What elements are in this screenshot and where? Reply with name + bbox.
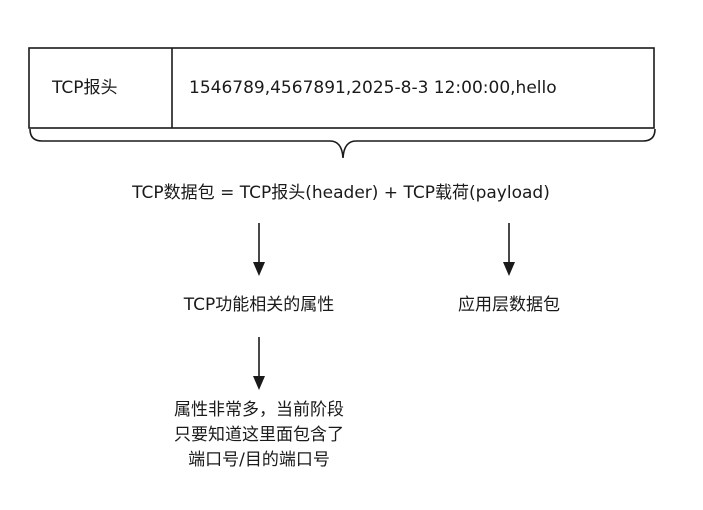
packet-header-cell: TCP报头 bbox=[52, 78, 118, 98]
header-note-line: 端口号/目的端口号 bbox=[188, 450, 330, 470]
arrow-payload-head bbox=[503, 262, 515, 276]
header-note-line: 属性非常多，当前阶段 bbox=[174, 400, 344, 420]
header-note: 属性非常多，当前阶段 只要知道这里面包含了 端口号/目的端口号 bbox=[174, 398, 344, 473]
payload-result-label: 应用层数据包 bbox=[458, 295, 560, 315]
packet-equation: TCP数据包 = TCP报头(header) + TCP载荷(payload) bbox=[132, 183, 550, 203]
arrow-header-head bbox=[253, 262, 265, 276]
packet-payload-cell: 1546789,4567891,2025-8-3 12:00:00,hello bbox=[189, 78, 557, 98]
packet-brace bbox=[29, 128, 656, 159]
arrow-note-head bbox=[253, 376, 265, 390]
header-note-line: 只要知道这里面包含了 bbox=[174, 425, 344, 445]
header-result-label: TCP功能相关的属性 bbox=[183, 295, 335, 315]
packet-box bbox=[28, 47, 655, 129]
